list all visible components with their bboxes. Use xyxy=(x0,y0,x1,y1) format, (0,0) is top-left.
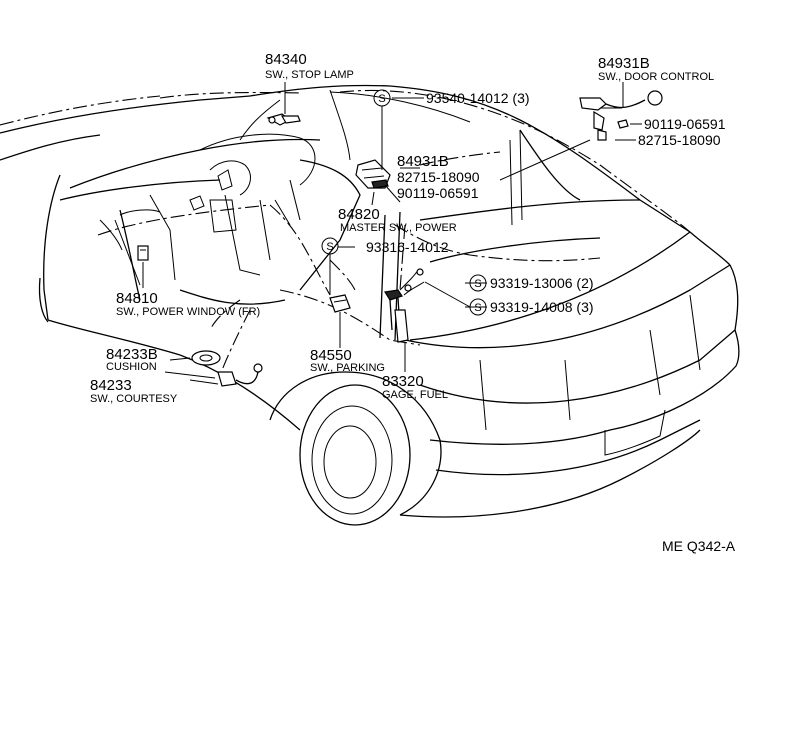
part-desc-84550: SW., PARKING xyxy=(310,362,385,374)
parking-switch-graphic xyxy=(329,294,351,313)
part-labels: 84340 SW., STOP LAMP 93540-14012 (3) 849… xyxy=(90,51,726,405)
screw-symbol-label: S xyxy=(474,278,481,290)
screw-symbol-93316: S xyxy=(321,237,339,255)
part-number-82715-door: 82715-18090 xyxy=(638,132,721,148)
car-body-outline xyxy=(0,84,740,526)
diagram-reference-code: ME Q342-A xyxy=(662,538,736,554)
part-number-84931b-door: 84931B xyxy=(598,55,650,72)
part-number-93319-13006: 93319-13006 (2) xyxy=(490,275,594,291)
master-power-switch-graphic xyxy=(355,159,391,189)
part-number-84233: 84233 xyxy=(90,377,132,394)
part-number-84810: 84810 xyxy=(116,290,158,307)
part-desc-84931b-door: SW., DOOR CONTROL xyxy=(598,71,714,83)
screw-symbol-93319-14008: S xyxy=(469,298,487,316)
screw-symbol-label: S xyxy=(378,93,385,105)
part-number-82715: 82715-18090 xyxy=(397,169,480,185)
screw-symbol-93540: S xyxy=(373,89,391,107)
part-number-83320: 83320 xyxy=(382,373,424,390)
harness-lines xyxy=(0,89,691,376)
screw-symbol-label: S xyxy=(474,302,481,314)
part-number-93319-14008: 93319-14008 (3) xyxy=(490,299,594,315)
part-number-84550: 84550 xyxy=(310,347,352,364)
screw-symbol-93319-13006: S xyxy=(469,274,487,292)
part-number-90119: 90119-06591 xyxy=(397,185,479,201)
part-number-84233b: 84233B xyxy=(106,346,158,363)
courtesy-switch-graphic xyxy=(217,363,263,387)
part-desc-84233: SW., COURTESY xyxy=(90,393,178,405)
power-window-switch-graphic xyxy=(137,245,149,261)
part-number-93540: 93540-14012 (3) xyxy=(426,90,530,106)
part-desc-83320: GAGE, FUEL xyxy=(382,389,448,401)
part-desc-84820: MASTER SW., POWER xyxy=(340,222,457,234)
screw-symbol-label: S xyxy=(326,241,333,253)
part-number-84340: 84340 xyxy=(265,51,307,68)
door-control-switch-graphic xyxy=(579,90,663,141)
part-desc-84340: SW., STOP LAMP xyxy=(265,69,354,81)
part-number-84931b: 84931B xyxy=(397,153,449,170)
part-number-90119-door: 90119-06591 xyxy=(644,116,726,132)
fuel-gage-graphic xyxy=(384,268,425,343)
cushion-graphic xyxy=(191,350,221,366)
part-number-93316: 93316-14012 xyxy=(366,239,449,255)
leader-lines xyxy=(142,82,642,385)
part-number-84820: 84820 xyxy=(338,206,380,223)
stop-lamp-switch-graphic xyxy=(266,113,301,126)
part-desc-84233b: CUSHION xyxy=(106,361,157,373)
part-desc-84810: SW., POWER WINDOW (FR) xyxy=(116,306,260,318)
